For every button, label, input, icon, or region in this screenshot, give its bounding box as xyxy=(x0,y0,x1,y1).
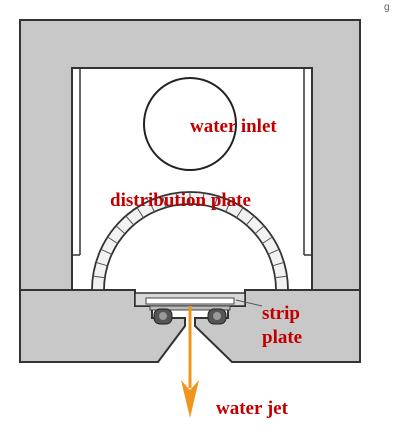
arch-brick-joint xyxy=(201,192,205,205)
left-seal xyxy=(153,308,173,325)
arch-brick-joint xyxy=(236,207,244,218)
arch-brick-joint xyxy=(262,236,273,244)
arch-brick-joint xyxy=(225,200,232,213)
corner-mark: g xyxy=(384,2,390,13)
right-seal xyxy=(207,308,227,325)
plate-label: plate xyxy=(262,327,303,348)
water-jet-label: water jet xyxy=(216,398,288,419)
arch-brick-joint xyxy=(254,225,265,235)
arch-brick-joint xyxy=(213,195,219,208)
arch-brick-joint xyxy=(272,261,285,267)
arch-brick-joint xyxy=(275,275,288,279)
arch-brick-joint xyxy=(95,261,108,267)
strip-plate-leader xyxy=(235,299,263,307)
arch-brick-joint xyxy=(148,200,155,213)
water-jet-arrow xyxy=(181,306,199,418)
water-inlet-label: water inlet xyxy=(190,116,277,137)
arch-brick-joint xyxy=(136,207,144,218)
arch-brick-joint xyxy=(100,248,113,255)
arch-brick-joint xyxy=(125,215,135,226)
arch-brick-joint xyxy=(175,192,179,205)
distribution-plate-label: distribution plate xyxy=(110,190,251,211)
water-inlet-circle xyxy=(143,77,237,171)
strip-label: strip xyxy=(262,303,300,324)
arch-brick-joint xyxy=(161,195,167,208)
arch-brick-joint xyxy=(267,248,280,255)
distribution-plate-arch xyxy=(91,191,289,291)
arch-brick-joint xyxy=(107,236,118,244)
arch-brick-joint xyxy=(92,275,105,279)
arch-brick-joint xyxy=(115,225,126,235)
arch-brick-joint xyxy=(245,215,255,226)
